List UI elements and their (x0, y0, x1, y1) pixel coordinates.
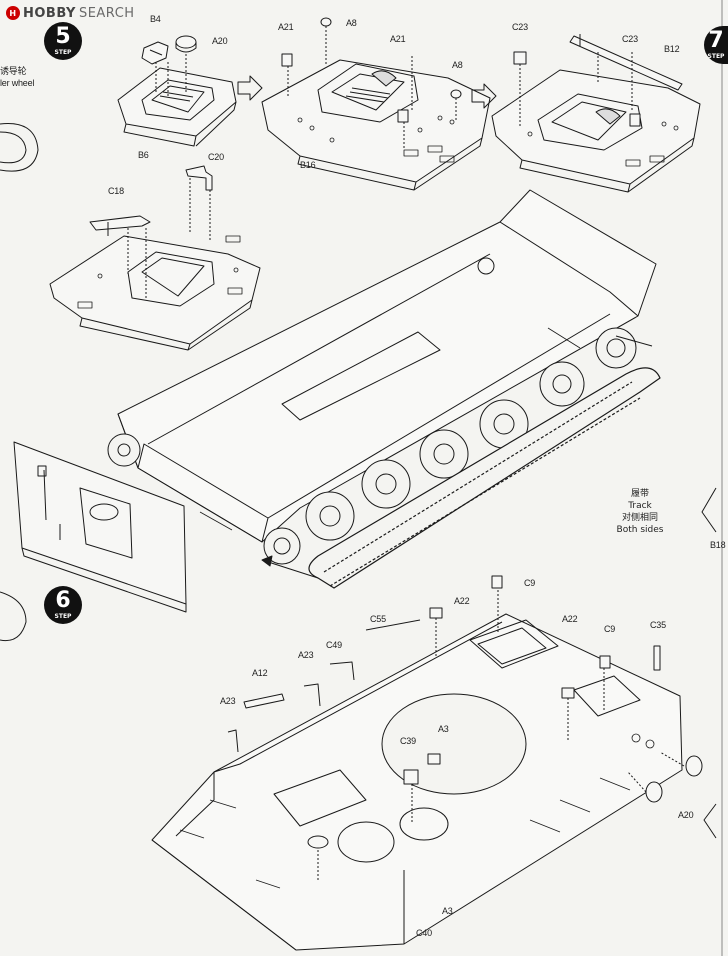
brand-bold: HOBBY (23, 5, 76, 21)
idler-wheel-en: ler wheel (0, 78, 35, 88)
track-arrows (261, 335, 653, 579)
engine-deck-c18 (49, 235, 261, 351)
part-c23 (513, 51, 641, 127)
left-wheel-fragments (0, 123, 39, 642)
engine-deck-b16 (261, 59, 491, 191)
brand-rest: SEARCH (78, 5, 135, 21)
site-watermark: H HOBBY SEARCH (6, 4, 135, 22)
idler-wheel-cn: 诱导轮 (0, 67, 27, 77)
label-a12: A12 (252, 668, 268, 678)
part-c18 (89, 215, 151, 236)
assembly-leader-lines-4 (127, 178, 211, 298)
assembly-leader-lines (155, 54, 187, 98)
label-c39: C39 (400, 736, 416, 746)
track-note-cn: 履带 (630, 489, 649, 499)
right-edge-fragments (701, 487, 717, 839)
label-a20-b: A20 (678, 810, 694, 820)
part-b4-bracket (141, 41, 169, 65)
track-note-en: Track (628, 501, 652, 511)
label-b12: B12 (664, 44, 680, 54)
label-a8-b: A8 (452, 60, 463, 70)
label-a8-a: A8 (346, 18, 357, 28)
step-7-number: 7 (708, 28, 724, 53)
track-note-both-en: Both sides (616, 525, 664, 535)
label-c9-a: C9 (524, 578, 536, 588)
flow-arrow-1 (237, 75, 263, 101)
assembly-leader-lines-5 (317, 590, 685, 880)
hatch-plate-b6 (117, 67, 237, 147)
label-c20: C20 (208, 152, 224, 162)
track-run (308, 367, 661, 589)
parts-a21-a8 (281, 17, 462, 123)
label-c40: C40 (416, 928, 432, 938)
label-c49: C49 (326, 640, 342, 650)
label-a23-b: A23 (220, 696, 236, 706)
assembly-leader-lines-3 (519, 52, 633, 126)
label-a20-top: A20 (212, 36, 228, 46)
step-7-word: STEP (707, 53, 725, 60)
step-5-word: STEP (54, 49, 72, 56)
label-a22-b: A22 (562, 614, 578, 624)
label-a3-a: A3 (438, 724, 449, 734)
rear-plate (13, 441, 187, 613)
part-c20 (185, 165, 213, 191)
label-a21-a: A21 (278, 22, 294, 32)
label-c23-a: C23 (512, 22, 528, 32)
assembly-leader-lines-2 (287, 26, 457, 150)
track-note-both-cn: 对侧相同 (621, 513, 658, 523)
engine-deck-assembled (491, 69, 701, 193)
label-b6: B6 (138, 150, 149, 160)
step-7-badge: 7 STEP (704, 26, 728, 64)
idler-sprocket-front (107, 433, 141, 467)
part-a20-cap (175, 35, 197, 53)
label-a3-b: A3 (442, 906, 453, 916)
flow-arrow-2 (471, 83, 497, 109)
label-c23-b: C23 (622, 34, 638, 44)
track-note: 履带 Track 对侧相同 Both sides (612, 488, 668, 536)
logo-icon: H (6, 6, 20, 20)
label-b16: B16 (300, 160, 316, 170)
upper-hull-small-parts (227, 575, 703, 849)
label-a23-a: A23 (298, 650, 314, 660)
label-c18: C18 (108, 186, 124, 196)
step-6-word: STEP (54, 613, 72, 620)
road-wheels (263, 327, 637, 565)
step-5-number: 5 (55, 24, 71, 49)
label-a21-b: A21 (390, 34, 406, 44)
label-c9-b: C9 (604, 624, 616, 634)
label-b4: B4 (150, 14, 161, 24)
lower-hull (117, 189, 657, 543)
step-6-number: 6 (55, 588, 71, 613)
label-c55: C55 (370, 614, 386, 624)
step-6-badge: 6 STEP (44, 586, 82, 624)
label-b18: B18 (710, 540, 726, 550)
step-5-badge: 5 STEP (44, 22, 82, 60)
label-a22-a: A22 (454, 596, 470, 606)
part-b12-antenna (569, 34, 683, 91)
label-c35: C35 (650, 620, 666, 630)
